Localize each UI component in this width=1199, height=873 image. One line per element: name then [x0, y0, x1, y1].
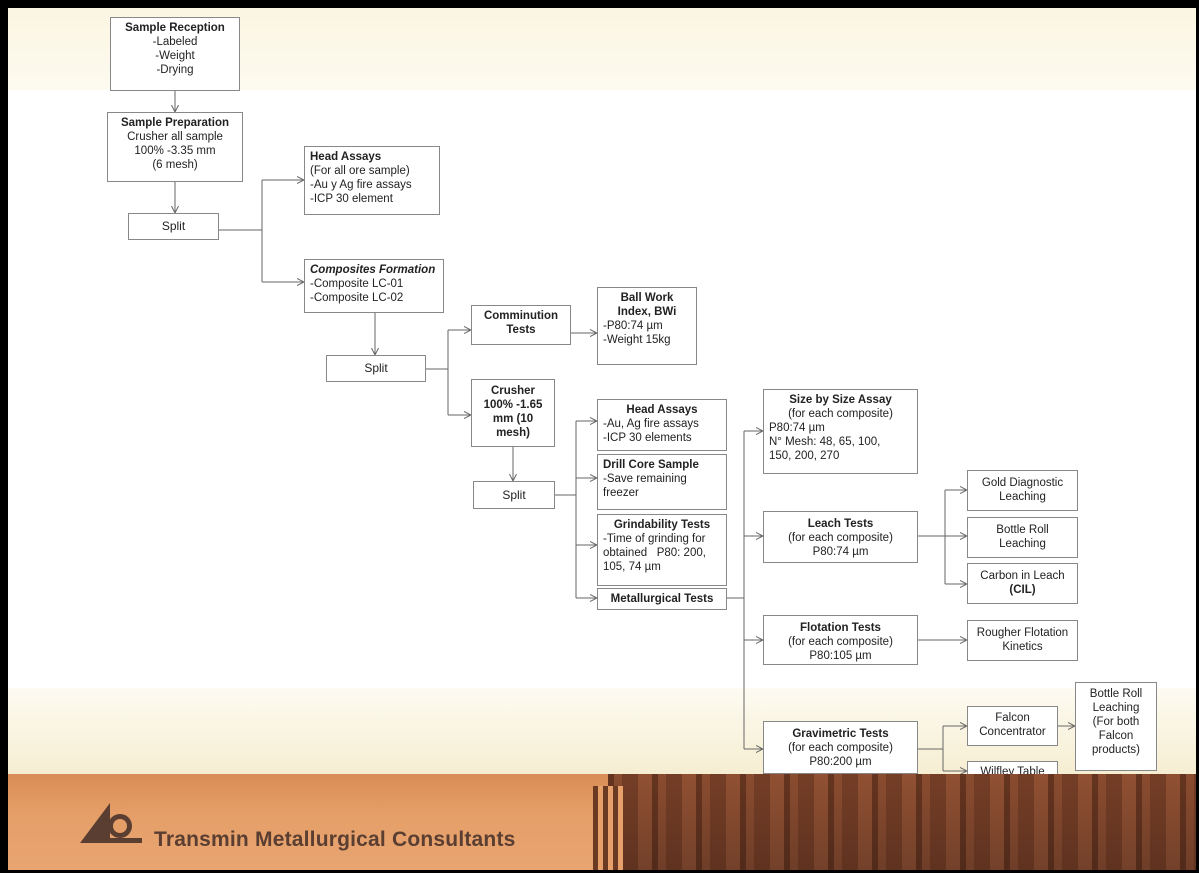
drill-core-sample-line: freezer [603, 487, 639, 500]
ball-work-index-title: Ball Work Index, BWi [617, 292, 677, 319]
rougher-flotation-kinetics-box: Rougher Flotation Kinetics [967, 620, 1078, 661]
grindability-tests-box: Grindability Tests -Time of grinding for… [597, 514, 727, 586]
connector-lines [8, 91, 1196, 774]
sample-reception-line: -Weight [155, 50, 195, 63]
head-assays-line: (For all ore sample) [310, 165, 410, 178]
leach-tests-line: (for each composite) [788, 532, 893, 545]
split-box-1: Split [128, 213, 219, 240]
head-assays-box-2: Head Assays -Au, Ag fire assays -ICP 30 … [597, 399, 727, 451]
carbon-in-leach-label: Carbon in Leach [980, 570, 1065, 582]
composites-formation-line: -Composite LC-02 [310, 292, 404, 305]
gravimetric-tests-title: Gravimetric Tests [792, 728, 889, 740]
sample-preparation-line: Crusher all sample [127, 131, 223, 144]
sample-reception-box: Sample Reception -Labeled -Weight -Dryin… [110, 17, 240, 91]
metallurgical-tests-box: Metallurgical Tests [597, 588, 727, 610]
flotation-tests-title: Flotation Tests [800, 622, 881, 634]
grindability-tests-line: -Time of grinding for [603, 533, 706, 546]
flotation-tests-box: Flotation Tests (for each composite) P80… [763, 615, 918, 665]
split-box-2: Split [326, 355, 426, 382]
size-by-size-assay-box: Size by Size Assay (for each composite) … [763, 389, 918, 474]
head-assays-title: Head Assays [626, 404, 698, 416]
leach-tests-line: P80:74 µm [812, 546, 869, 559]
head-assays-line: -Au y Ag fire assays [310, 179, 412, 192]
flotation-tests-line: (for each composite) [788, 636, 893, 649]
plant-photo [608, 774, 1196, 870]
sample-preparation-title: Sample Preparation [120, 117, 229, 129]
sample-preparation-box: Sample Preparation Crusher all sample 10… [107, 112, 243, 182]
sample-preparation-line: 100% -3.35 mm [134, 145, 216, 158]
crusher-title: Crusher 100% -1.65 mm (10 mesh) [483, 385, 543, 440]
composites-formation-line: -Composite LC-01 [310, 278, 404, 291]
company-name: Transmin Metallurgical Consultants [154, 828, 516, 851]
gravimetric-tests-box: Gravimetric Tests (for each composite) P… [763, 721, 918, 774]
sample-reception-line: -Labeled [152, 36, 198, 49]
carbon-in-leach-abbr: (CIL) [1009, 584, 1036, 597]
head-assays-line: -ICP 30 element [310, 193, 393, 206]
sample-preparation-line: (6 mesh) [152, 159, 198, 172]
gold-diagnostic-leaching-box: Gold Diagnostic Leaching [967, 470, 1078, 511]
split-box-3: Split [473, 481, 555, 509]
drill-core-sample-line: -Save remaining [603, 473, 687, 486]
bottle-roll-leaching-box: Bottle Roll Leaching [967, 517, 1078, 558]
slide: Sample Reception -Labeled -Weight -Dryin… [8, 8, 1196, 870]
falcon-concentrator-box: Falcon Concentrator [967, 706, 1058, 746]
ball-work-index-box: Ball Work Index, BWi -P80:74 µm -Weight … [597, 287, 697, 365]
bottle-roll-falcon-box: Bottle Roll Leaching (For both Falcon pr… [1075, 682, 1157, 771]
gravimetric-tests-line: P80:200 µm [809, 756, 872, 769]
sample-reception-line: -Drying [156, 64, 194, 77]
flotation-tests-line: P80:105 µm [809, 650, 872, 663]
ball-work-index-line: -Weight 15kg [603, 334, 671, 347]
ball-work-index-line: -P80:74 µm [603, 320, 663, 333]
comminution-tests-box: Comminution Tests [471, 305, 571, 345]
size-by-size-assay-line: (for each composite) [788, 408, 893, 421]
footer-pillars [593, 786, 623, 870]
gravimetric-tests-line: (for each composite) [788, 742, 893, 755]
metallurgical-tests-title: Metallurgical Tests [610, 593, 714, 605]
leach-tests-title: Leach Tests [807, 518, 874, 530]
composites-formation-box: Composites Formation -Composite LC-01 -C… [304, 259, 444, 313]
head-assays-box-1: Head Assays (For all ore sample) -Au y A… [304, 146, 440, 215]
composites-formation-title: Composites Formation [310, 264, 436, 276]
head-assays-line: -Au, Ag fire assays [603, 418, 699, 431]
size-by-size-assay-line: 150, 200, 270 [769, 450, 840, 463]
sample-reception-title: Sample Reception [125, 22, 225, 34]
size-by-size-assay-title: Size by Size Assay [789, 394, 892, 406]
head-assays-line: -ICP 30 elements [603, 432, 692, 445]
drill-core-sample-title: Drill Core Sample [603, 459, 699, 471]
size-by-size-assay-line: N° Mesh: 48, 65, 100, [769, 436, 881, 449]
carbon-in-leach-box: Carbon in Leach (CIL) [967, 563, 1078, 604]
comminution-tests-title: Comminution Tests [483, 310, 559, 337]
crusher-box: Crusher 100% -1.65 mm (10 mesh) [471, 379, 555, 447]
footer-banner: Transmin Metallurgical Consultants [8, 774, 1196, 870]
company-logo [80, 803, 142, 843]
drill-core-sample-box: Drill Core Sample -Save remaining freeze… [597, 454, 727, 510]
grindability-tests-line: obtained P80: 200, [603, 547, 706, 560]
head-assays-title: Head Assays [310, 151, 382, 163]
leach-tests-box: Leach Tests (for each composite) P80:74 … [763, 511, 918, 563]
grindability-tests-line: 105, 74 µm [603, 561, 661, 574]
size-by-size-assay-line: P80:74 µm [769, 422, 825, 435]
grindability-tests-title: Grindability Tests [613, 519, 711, 531]
